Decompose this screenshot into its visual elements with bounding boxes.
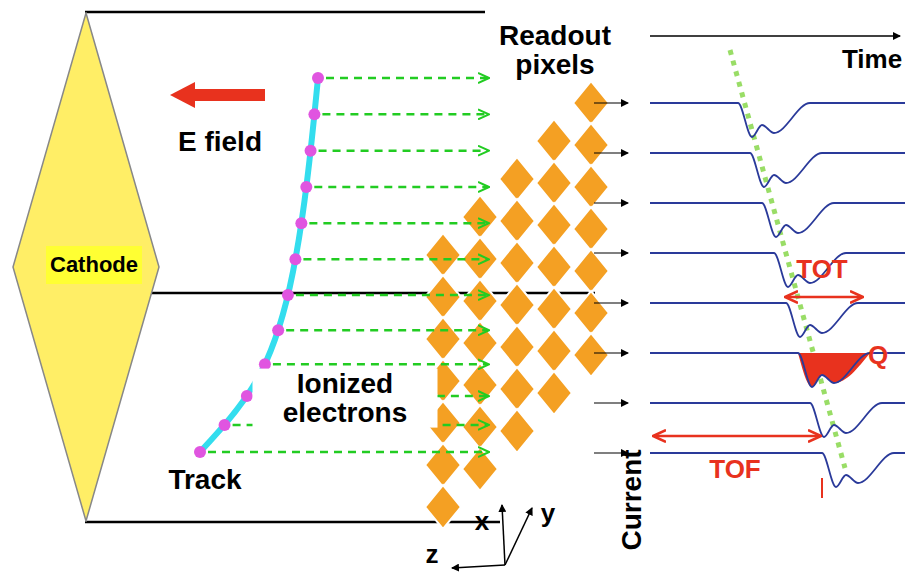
pixel-cell xyxy=(536,287,572,331)
ionized-electron xyxy=(282,289,294,301)
current-trace xyxy=(650,303,905,337)
cathode-plane: Cathode xyxy=(12,12,160,522)
drift-electron-arrow xyxy=(309,222,488,225)
pixel-cell xyxy=(425,317,461,361)
pixel-cell xyxy=(573,291,609,335)
pixel-cell xyxy=(462,195,498,239)
drift-electron-arrow xyxy=(286,329,488,332)
tot-arrow xyxy=(786,296,862,299)
pixel-readout-arrow xyxy=(594,352,628,353)
pixel-cell xyxy=(536,371,572,415)
drift-electron-arrow xyxy=(314,186,488,189)
efield-arrow xyxy=(170,82,195,108)
pixel-cell xyxy=(499,409,535,453)
drift-electron-arrow xyxy=(326,77,488,80)
charge-label: Q xyxy=(868,342,888,369)
pixel-cell xyxy=(499,199,535,243)
ionized-electron xyxy=(241,390,253,402)
ionized-electron xyxy=(219,419,231,431)
axis-label: Current xyxy=(617,449,646,550)
pixel-cell xyxy=(536,119,572,163)
tof-label: TOF xyxy=(709,456,761,483)
pixel-cell xyxy=(462,237,498,281)
pixel-readout-arrow xyxy=(594,402,628,403)
drift-electron-arrow xyxy=(296,294,488,297)
time-axis xyxy=(650,35,900,37)
tot-label: TOT xyxy=(796,256,848,283)
ionized-electron xyxy=(308,108,320,120)
current-trace xyxy=(650,153,905,187)
pixel-cell xyxy=(499,325,535,369)
axis-label: Time xyxy=(842,46,902,73)
ionized-electron xyxy=(194,446,206,458)
pixel-cell xyxy=(573,207,609,251)
readout-pixel-plane xyxy=(425,81,609,529)
current-trace xyxy=(650,203,905,237)
pixel-cell xyxy=(573,333,609,377)
ionized-electron xyxy=(305,145,317,157)
measurement-marks xyxy=(654,297,862,498)
tof-arrow xyxy=(654,435,820,438)
tof-tick xyxy=(821,478,823,498)
pixel-cell xyxy=(499,367,535,411)
drift-electron-arrow xyxy=(208,451,488,454)
cathode-label: Cathode xyxy=(46,246,142,284)
efield-arrow xyxy=(193,89,265,101)
pixel-cell xyxy=(499,241,535,285)
pixel-cell xyxy=(499,157,535,201)
track-label: Track xyxy=(168,465,241,494)
pixel-readout-arrow xyxy=(594,302,628,303)
pixel-readout-arrow xyxy=(594,202,628,203)
pixel-cell xyxy=(536,329,572,373)
pixel-cell xyxy=(425,233,461,277)
pixel-cell xyxy=(573,123,609,167)
pixel-cell xyxy=(536,245,572,289)
electrons-label: Ionized electrons xyxy=(253,369,438,428)
pixel-cell xyxy=(536,161,572,205)
current-trace xyxy=(650,353,905,387)
drift-electron-arrow xyxy=(319,149,488,152)
axis-letter: y xyxy=(541,500,555,527)
pixel-readout-arrow xyxy=(594,252,628,253)
pixel-cell xyxy=(425,275,461,319)
ionized-electron xyxy=(300,181,312,193)
ionized-electron xyxy=(312,72,324,84)
ionized-electron xyxy=(272,324,284,336)
pixel-cell xyxy=(462,447,498,491)
drift-electron-arrow xyxy=(303,258,488,261)
coordinate-axes xyxy=(452,505,532,568)
current-trace xyxy=(650,103,905,137)
chamber-outline xyxy=(85,12,595,522)
pixel-cell xyxy=(573,249,609,293)
pixel-cell xyxy=(425,443,461,487)
axis-letter: x xyxy=(475,508,489,535)
pixel-cell xyxy=(425,485,461,529)
current-trace xyxy=(650,453,905,487)
pixel-cell xyxy=(462,363,498,407)
readout-label: Readout pixels xyxy=(480,21,630,80)
pixel-readout-arrow xyxy=(594,102,628,103)
pixel-cell xyxy=(499,283,535,327)
pixel-cell xyxy=(536,203,572,247)
current-traces xyxy=(594,103,905,487)
axis-letter: z xyxy=(426,541,439,568)
current-trace xyxy=(650,403,905,437)
ionized-electron xyxy=(295,217,307,229)
current-trace xyxy=(650,253,905,287)
field-label: E field xyxy=(178,127,262,156)
pixel-cell xyxy=(462,405,498,449)
pixel-readout-arrow xyxy=(594,152,628,153)
pixel-cell xyxy=(462,279,498,323)
ionized-electron xyxy=(289,253,301,265)
drift-electron-arrow xyxy=(322,113,488,116)
drift-electron-arrow xyxy=(273,363,488,366)
pixel-cell xyxy=(462,321,498,365)
